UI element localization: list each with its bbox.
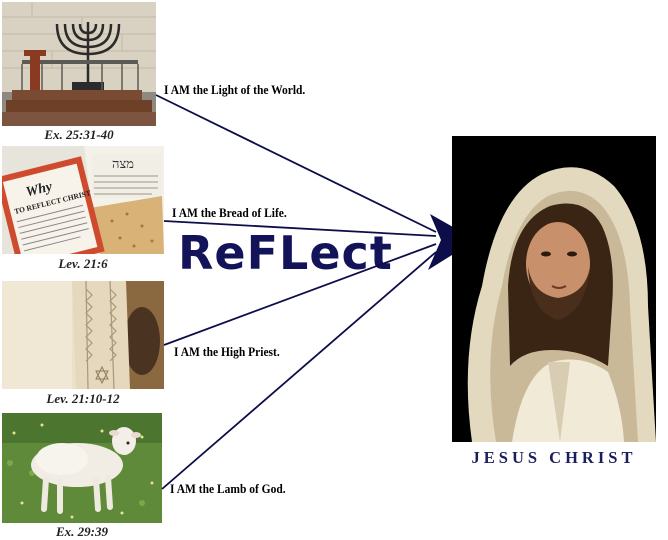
- menorah-photo: [2, 2, 156, 126]
- statement-label: I AM the Light of the World.: [164, 83, 306, 97]
- statement-label: I AM the Lamb of God.: [170, 482, 286, 496]
- priest-garment-photo: [2, 281, 164, 389]
- reference-label: Lev. 21:10-12: [46, 391, 120, 406]
- statement-label: I AM the High Priest.: [174, 345, 280, 359]
- jesus-christ-caption: JESUS CHRIST: [471, 448, 637, 467]
- statement-label: I AM the Bread of Life.: [172, 206, 287, 220]
- lamb-photo: [2, 413, 162, 523]
- hebrew-word: מצה: [112, 157, 134, 172]
- reference-label: Ex. 25:31-40: [44, 127, 114, 142]
- matzah-bread-photo: מצה Why TO REFLECT CHRIST: [2, 146, 164, 254]
- card-title: Why: [24, 179, 54, 200]
- connector-line: [163, 220, 437, 237]
- reference-label: Lev. 21:6: [58, 256, 108, 271]
- reference-label: Ex. 29:39: [56, 524, 108, 539]
- jesus-portrait-photo: [452, 136, 656, 442]
- reflect-title: ReFLect: [178, 226, 393, 280]
- connector-line: [161, 251, 437, 490]
- connector-line: [155, 94, 437, 233]
- connector-line: [163, 243, 437, 346]
